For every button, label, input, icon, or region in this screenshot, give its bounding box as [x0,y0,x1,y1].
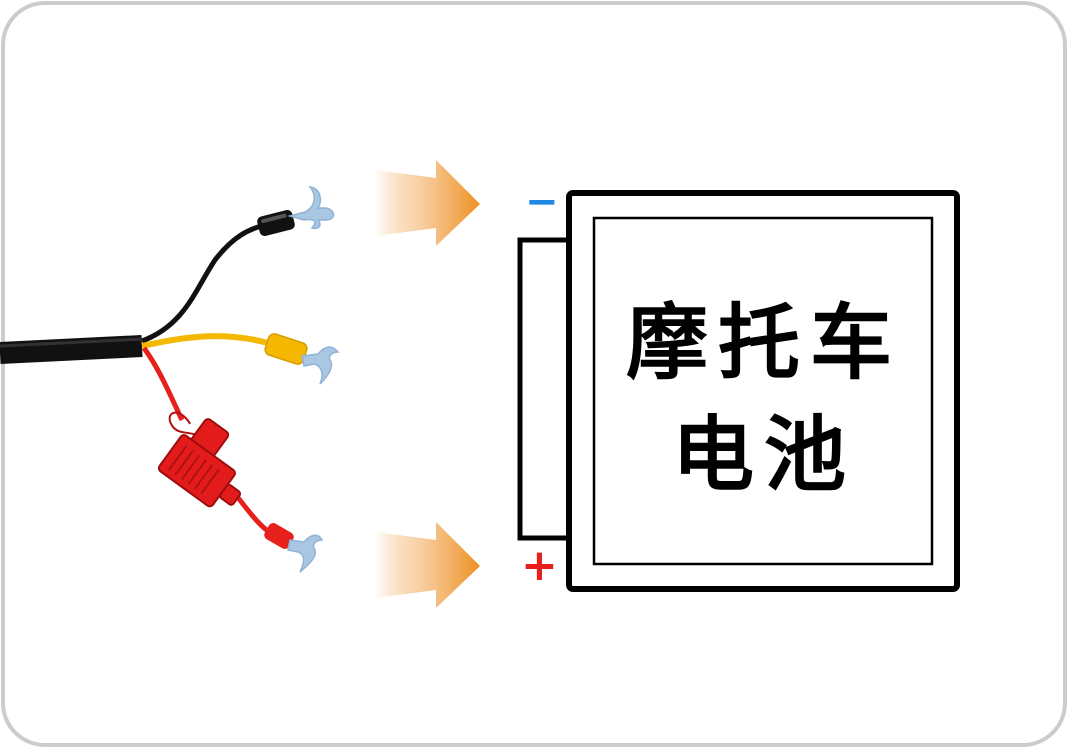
fork-terminal-icon [301,346,340,385]
battery-label-line1: 摩托车 [625,296,902,391]
fork-terminal-icon [287,534,324,573]
battery-label: 摩托车 电池 [596,288,932,512]
negative-terminal-label: − [525,179,559,225]
fork-terminal-icon [287,186,335,230]
positive-terminal-label: + [521,540,558,591]
battery-box-icon [517,190,960,592]
main-cable-icon [0,335,143,364]
orange-arrow-icon [375,160,480,246]
inline-fuse-icon [157,411,242,508]
battery-label-line2: 电池 [671,408,856,503]
black-wire-icon [141,210,295,344]
orange-arrow-icon [375,522,480,608]
